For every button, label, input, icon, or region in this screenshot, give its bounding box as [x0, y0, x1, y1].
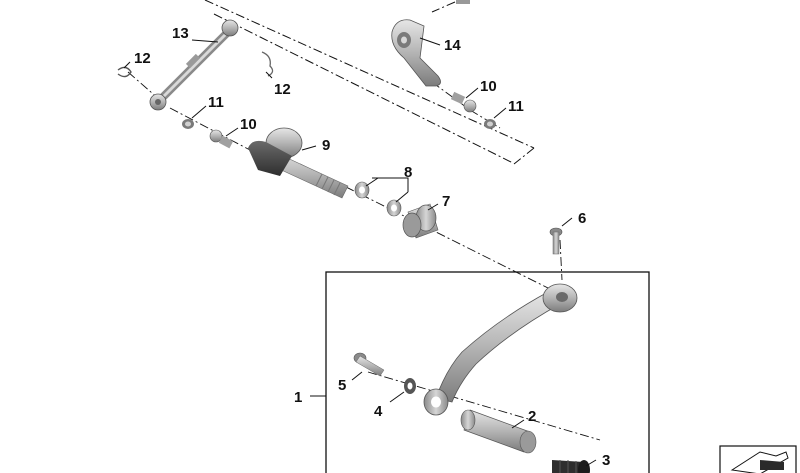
clip-part-12b [261, 51, 274, 77]
callout-5: 5 [338, 377, 346, 394]
bolt-part-6 [549, 227, 563, 255]
reference-outline [204, 0, 535, 165]
callout-10-upper: 10 [480, 78, 497, 95]
callout-2: 2 [528, 408, 536, 425]
catalog-thumbnail-icon[interactable] [719, 445, 797, 473]
clip-part-top [456, 0, 470, 4]
assembly-frame [325, 271, 650, 473]
washers-part-8 [354, 181, 402, 217]
callout-9: 9 [322, 137, 330, 154]
clip-part-12a [117, 66, 132, 78]
callout-3: 3 [602, 452, 610, 469]
callout-12-left: 12 [134, 50, 151, 67]
callout-7: 7 [442, 193, 450, 210]
callout-11-lower: 11 [208, 94, 224, 111]
callout-12-right: 12 [274, 81, 291, 98]
footpeg-part-2 [460, 409, 537, 454]
lever-part-14 [391, 19, 441, 87]
leader-lines [123, 37, 597, 467]
callout-8: 8 [404, 164, 412, 181]
bushing-part-7 [402, 203, 439, 239]
callout-10-lower: 10 [240, 116, 257, 133]
callout-6: 6 [578, 210, 586, 227]
shift-lever-arm [423, 283, 578, 416]
washer-part-4 [404, 378, 416, 394]
callout-13: 13 [172, 25, 189, 42]
rubber-part-3 [552, 460, 590, 473]
washer-part-11a [182, 119, 194, 129]
washer-part-11b [484, 119, 496, 129]
callout-11-upper: 11 [508, 98, 524, 115]
callout-labels: 1 2 3 4 5 6 7 8 9 10 10 11 11 12 12 13 1… [134, 25, 610, 469]
pivot-bolt-part-5 [353, 352, 385, 377]
callout-14: 14 [444, 37, 461, 54]
shift-shaft-part-9 [248, 127, 349, 199]
ball-stud-part-10b [450, 91, 477, 113]
callout-4: 4 [374, 403, 383, 420]
ball-stud-part-10a [209, 129, 234, 149]
linkage-rod-part-13 [149, 19, 239, 111]
callout-1: 1 [294, 389, 302, 406]
axis-lines [127, 71, 601, 441]
